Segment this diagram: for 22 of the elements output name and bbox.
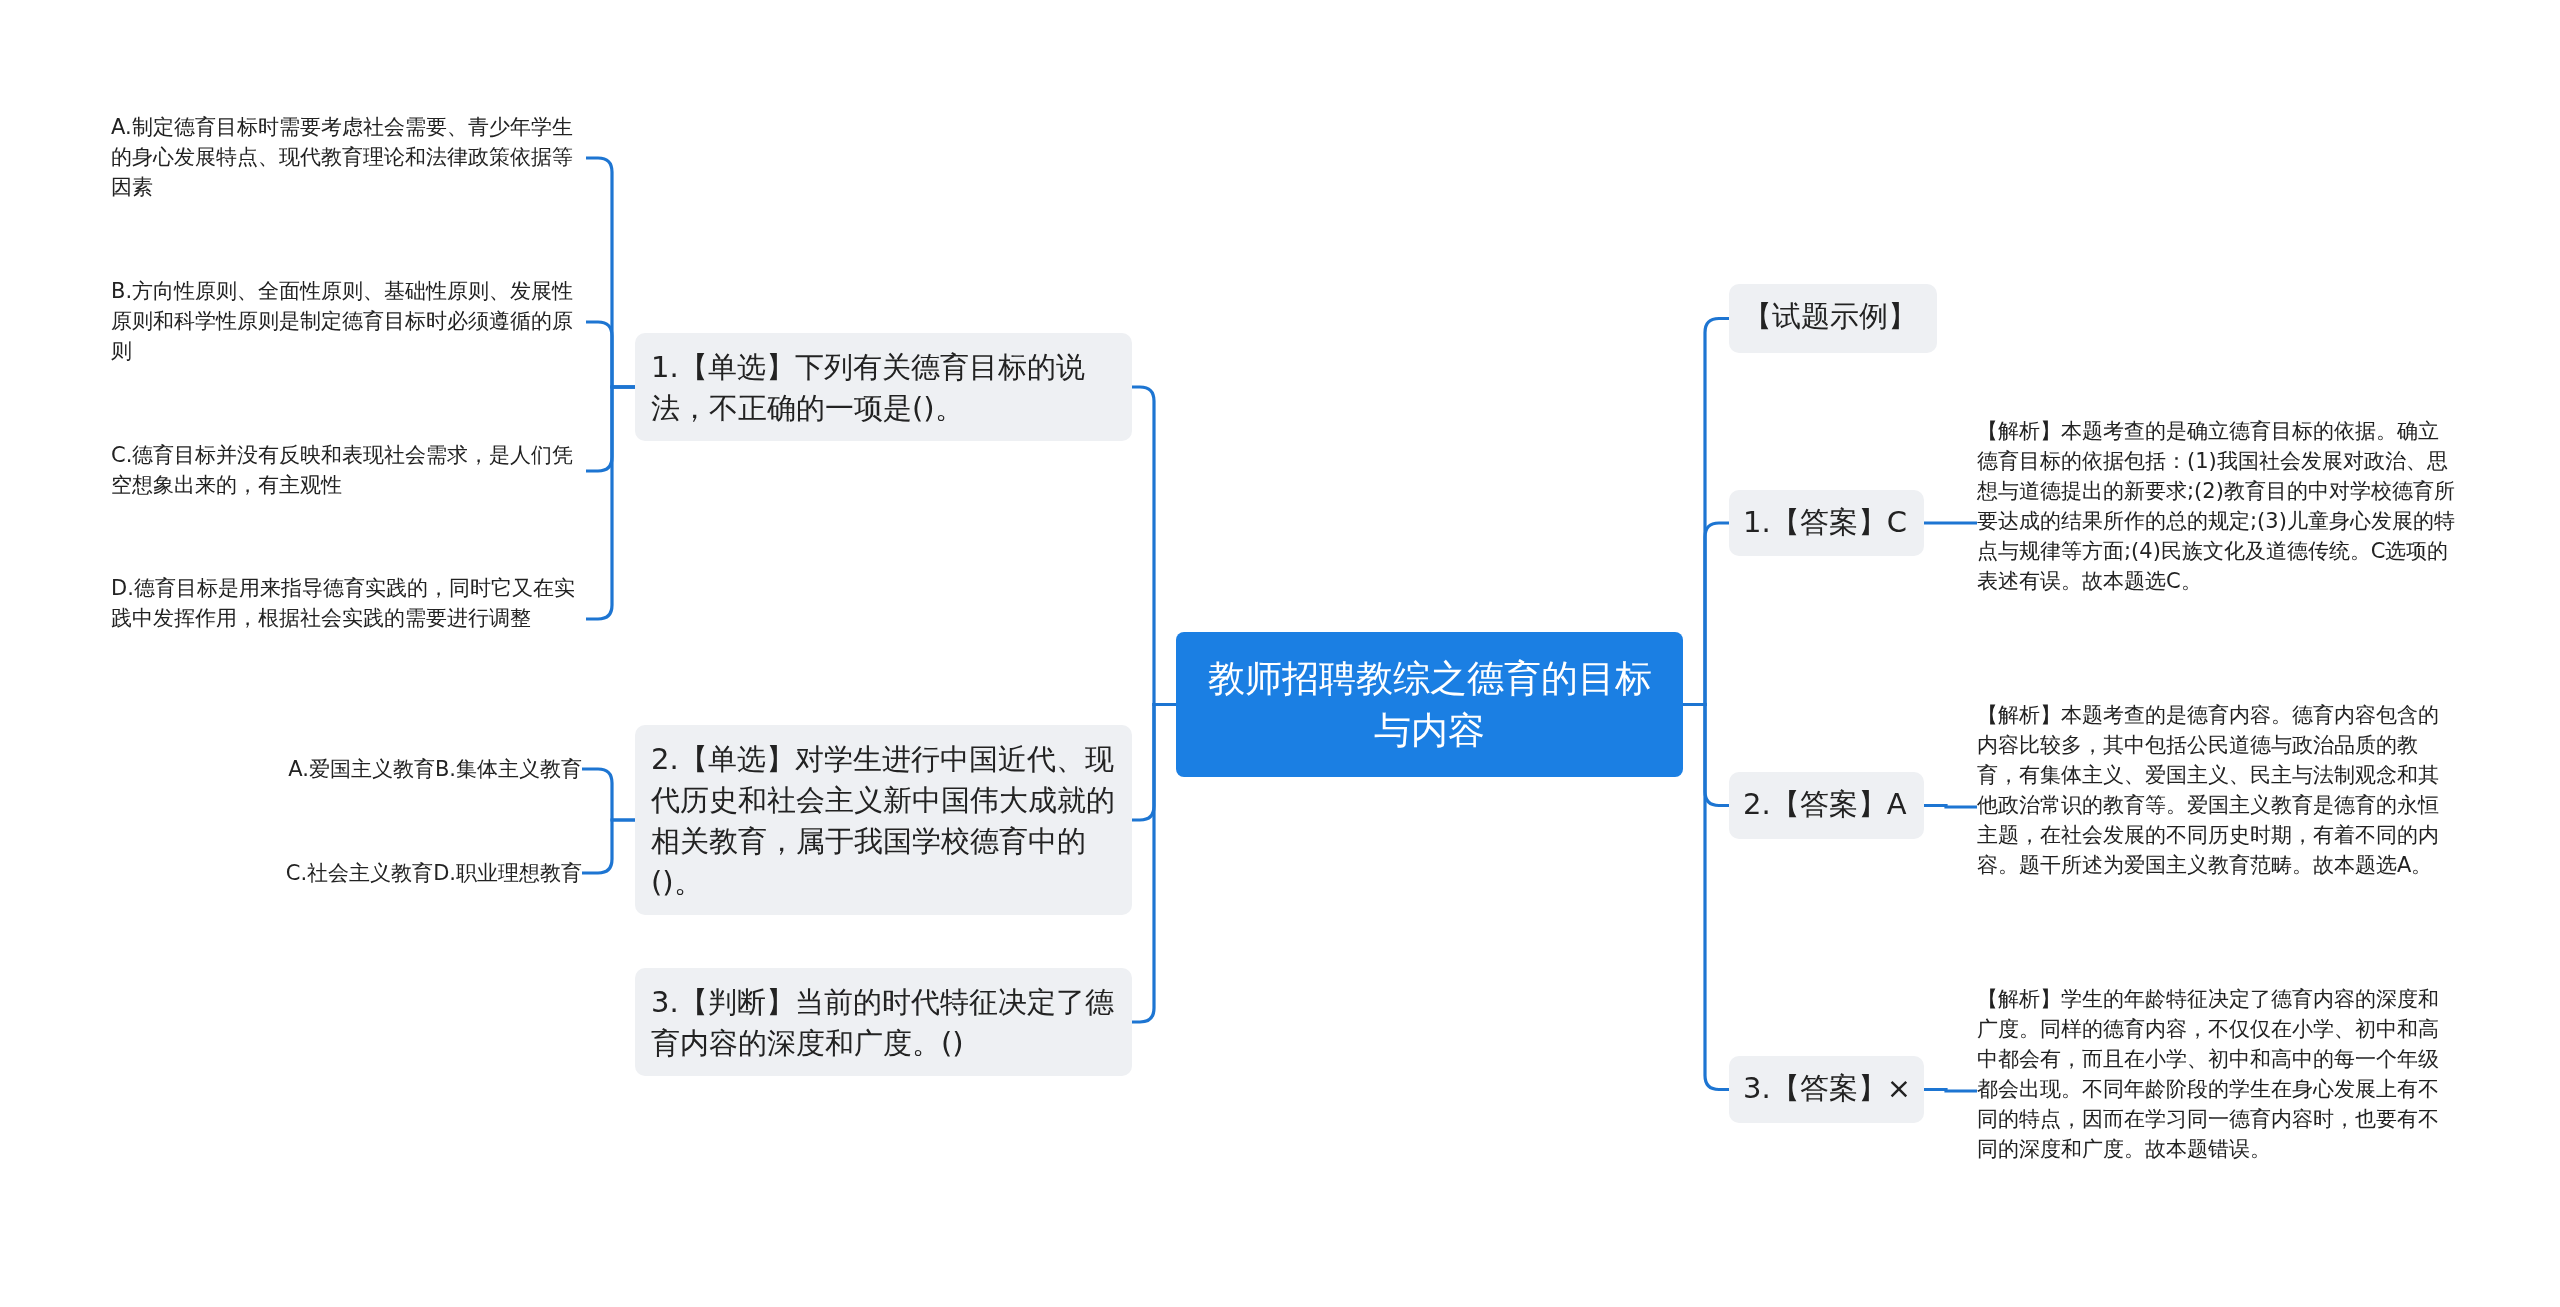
question-box: 3.【判断】当前的时代特征决定了德育内容的深度和广度。() — [635, 968, 1132, 1076]
question-box: 1.【单选】下列有关德育目标的说法，不正确的一项是()。 — [635, 333, 1132, 441]
note-text: 【解析】本题考查的是确立德育目标的依据。确立德育目标的依据包括：(1)我国社会发展对政治、思想与道德提出的新要求;(2)教育目的中对学校德育所要达成的结果所作的总的规定;(3)儿童身心发展的特点与规律等方面;(4)民族文化及道德传统。C选项的表述有误。故本题选C。 — [1977, 416, 2455, 630]
note-text: B.方向性原则、全面性原则、基础性原则、发展性原则和科学性原则是制定德育目标时必须遵循的原则 — [111, 276, 586, 368]
answer-box: 【试题示例】 — [1729, 284, 1937, 353]
note-text: A.制定德育目标时需要考虑社会需要、青少年学生的身心发展特点、现代教育理论和法律政策依据等因素 — [111, 112, 586, 204]
answer-box: 3.【答案】× — [1729, 1056, 1924, 1123]
answer-box: 2.【答案】A — [1729, 772, 1924, 839]
note-text: C.社会主义教育D.职业理想教育 — [230, 858, 582, 888]
connector-line — [1924, 803, 1977, 809]
question-box: 2.【单选】对学生进行中国近代、现代历史和社会主义新中国伟大成就的相关教育，属于我国学校德育中的()。 — [635, 725, 1132, 915]
connector-line — [1132, 702, 1176, 1024]
connector-line — [1683, 702, 1729, 1092]
connector-line — [1924, 1087, 1977, 1093]
topic-box: 教师招聘教综之德育的目标与内容 — [1176, 632, 1683, 777]
note-text: D.德育目标是用来指导德育实践的，同时它又在实践中发挥作用，根据社会实践的需要进行调整 — [111, 573, 586, 665]
note-text: 【解析】本题考查的是德育内容。德育内容包含的内容比较多，其中包括公民道德与政治品质的教育，有集体主义、爱国主义、民主与法制观念和其他政治常识的教育等。爱国主义教育是德育的永恒主题，在社会发展的不同历史时期，有着不同的内容。题干所述为爱国主义教育范畴。故本题选A。 — [1977, 700, 2455, 914]
note-text: 【解析】学生的年龄特征决定了德育内容的深度和广度。同样的德育内容，不仅仅在小学、初中和高中都会有，而且在小学、初中和高中的每一个年级都会出现。不同年龄阶段的学生在身心发展上有不同的特点，因而在学习同一德育内容时，也要有不同的深度和广度。故本题错误。 — [1977, 984, 2455, 1198]
note-text: A.爱国主义教育B.集体主义教育 — [230, 754, 582, 784]
note-text: C.德育目标并没有反映和表现社会需求，是人们凭空想象出来的，有主观性 — [111, 440, 586, 502]
connector-line — [1924, 521, 1977, 525]
answer-box: 1.【答案】C — [1729, 490, 1924, 556]
